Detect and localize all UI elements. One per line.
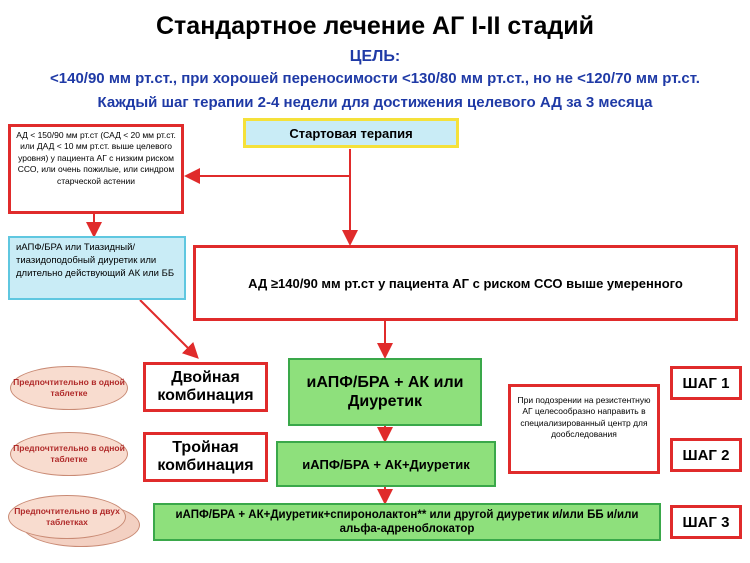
step1-therapy-box: иАПФ/БРА + АК или Диуретик xyxy=(288,358,482,426)
step-label-1: ШАГ 1 xyxy=(670,366,742,400)
preference-oval-2: Предпочтительно в одной таблетке xyxy=(10,432,128,476)
high-risk-criteria-box: АД ≥140/90 мм рт.ст у пациента АГ с риск… xyxy=(193,245,738,321)
triple-combination-label: Тройная комбинация xyxy=(143,432,268,482)
start-therapy-box: Стартовая терапия xyxy=(243,118,459,148)
monotherapy-box: иАПФ/БРА или Тиазидный/тиазидоподобный д… xyxy=(8,236,186,300)
goal-text: <140/90 мм рт.ст., при хорошей переносим… xyxy=(50,70,700,87)
goal-label: ЦЕЛЬ: xyxy=(349,48,401,65)
page-title: Стандартное лечение АГ I-II стадий xyxy=(156,12,594,40)
step3-therapy-box: иАПФ/БРА + АК+Диуретик+спиронолактон** и… xyxy=(153,503,661,541)
low-risk-criteria-box: АД < 150/90 мм рт.ст (САД < 20 мм рт.ст.… xyxy=(8,124,184,214)
resistant-hypertension-note: При подозрении на резистентную АГ целесо… xyxy=(508,384,660,474)
goal-subtitle: Каждый шаг терапии 2-4 недели для достиж… xyxy=(97,94,653,111)
double-combination-label: Двойная комбинация xyxy=(143,362,268,412)
preference-oval-3: Предпочтительно в двух таблетках xyxy=(8,495,126,539)
preference-oval-1: Предпочтительно в одной таблетке xyxy=(10,366,128,410)
step2-therapy-box: иАПФ/БРА + АК+Диуретик xyxy=(276,441,496,487)
step-label-2: ШАГ 2 xyxy=(670,438,742,472)
step-label-3: ШАГ 3 xyxy=(670,505,742,539)
arrow-mono-to-double xyxy=(139,299,199,359)
